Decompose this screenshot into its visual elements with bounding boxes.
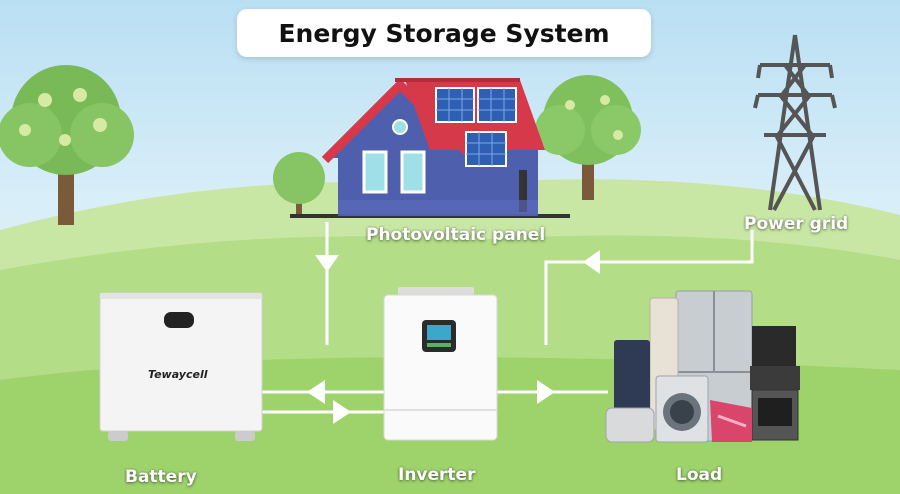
title-card: Energy Storage System [237, 9, 651, 57]
solar-panel-icon [435, 87, 517, 167]
flow-arrowheads [307, 250, 600, 424]
inverter-icon [383, 287, 498, 441]
label-load: Load [676, 465, 723, 485]
diagram-title: Energy Storage System [278, 18, 610, 48]
tree-icon [0, 65, 134, 225]
battery-icon [99, 292, 263, 441]
label-battery: Battery [125, 467, 197, 487]
battery-brand-logo: Tewaycell [148, 368, 208, 381]
tree-icon [273, 152, 325, 217]
tree-icon [535, 75, 641, 200]
label-photovoltaic-panel: Photovoltaic panel [366, 225, 546, 245]
power-tower-icon [753, 34, 837, 211]
label-power-grid: Power grid [744, 214, 849, 234]
label-inverter: Inverter [398, 465, 476, 485]
appliances-icon [605, 290, 800, 443]
